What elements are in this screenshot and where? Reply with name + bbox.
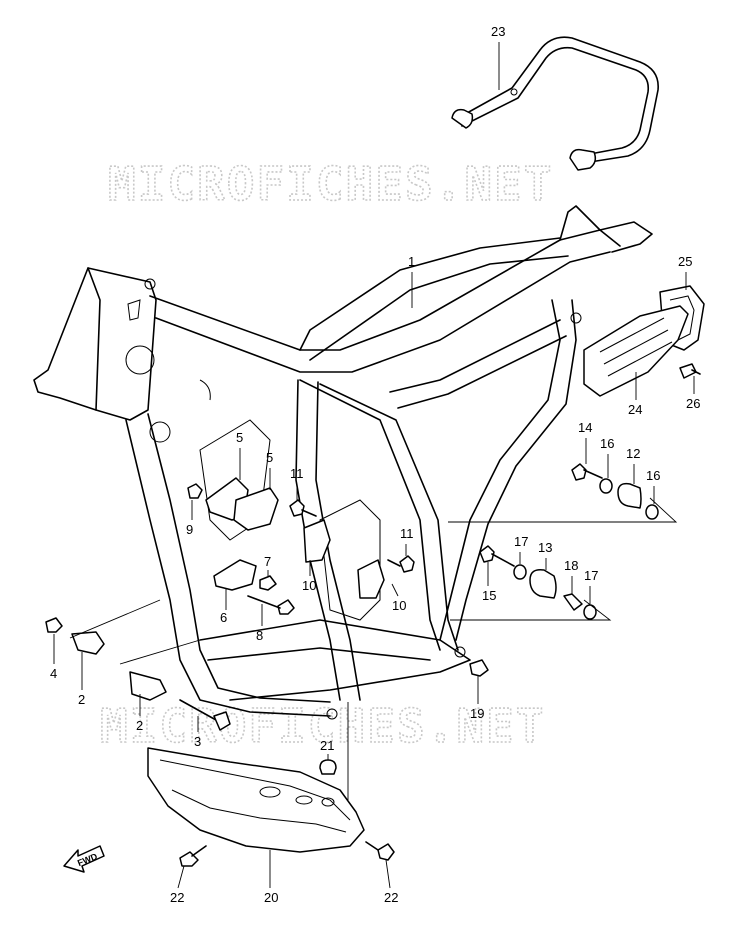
watermark-bottom: MICROFICHES.NET	[100, 699, 545, 753]
screw-26-part	[679, 363, 701, 379]
engine-mount-hardware	[187, 477, 295, 615]
callout-23: 23	[491, 24, 505, 39]
front-mount-hardware	[45, 599, 489, 731]
callout-26: 26	[686, 396, 700, 411]
callout-10b: 10	[392, 598, 406, 613]
callout-5b: 5	[266, 450, 273, 465]
callout-8: 8	[256, 628, 263, 643]
callout-2a: 2	[78, 692, 85, 707]
callout-17b: 17	[584, 568, 598, 583]
callout-3: 3	[194, 734, 201, 749]
callout-22a: 22	[170, 890, 184, 905]
fwd-arrow-icon: FWD	[63, 845, 105, 873]
callout-10a: 10	[302, 578, 316, 593]
callout-2b: 2	[136, 718, 143, 733]
callout-22b: 22	[384, 890, 398, 905]
callout-14: 14	[578, 420, 592, 435]
callout-11b: 11	[400, 526, 414, 541]
callout-9: 9	[186, 522, 193, 537]
mount-hardware-right	[448, 463, 678, 621]
callout-5a: 5	[236, 430, 243, 445]
fwd-label: FWD	[76, 851, 99, 868]
grab-rail-part	[451, 36, 659, 171]
skid-plate-part	[147, 702, 395, 867]
main-frame-part	[33, 205, 653, 720]
callout-12: 12	[626, 446, 640, 461]
watermark-top: MICROFICHES.NET	[108, 157, 553, 211]
callout-20: 20	[264, 890, 278, 905]
callout-4: 4	[50, 666, 57, 681]
callout-labels: 23 1 25 24 26 14 16 12 16 5 5 11 9 7 6 8…	[50, 24, 700, 905]
callout-24: 24	[628, 402, 642, 417]
bracket-10-hardware	[289, 499, 415, 599]
callout-11a: 11	[290, 466, 304, 481]
callout-6: 6	[220, 610, 227, 625]
callout-7: 7	[264, 554, 271, 569]
side-cover-24-part	[583, 305, 689, 397]
callout-1: 1	[408, 254, 415, 269]
callout-18: 18	[564, 558, 578, 573]
callout-15: 15	[482, 588, 496, 603]
callout-17a: 17	[514, 534, 528, 549]
callout-21: 21	[320, 738, 334, 753]
callout-19: 19	[470, 706, 484, 721]
callout-16a: 16	[600, 436, 614, 451]
callout-13: 13	[538, 540, 552, 555]
callout-25: 25	[678, 254, 692, 269]
callout-16b: 16	[646, 468, 660, 483]
